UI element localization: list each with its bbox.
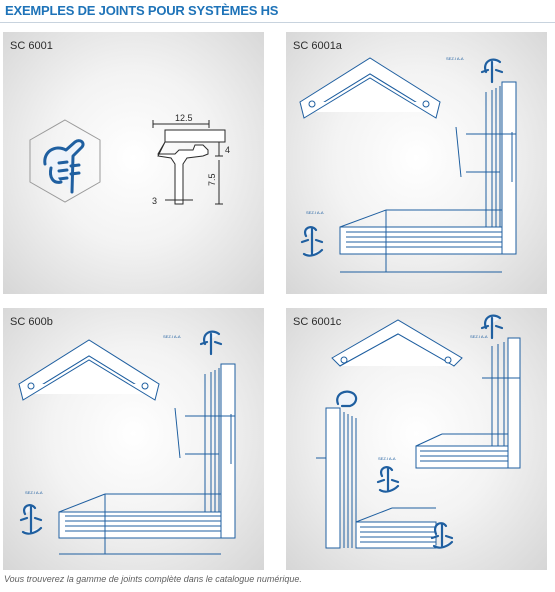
panel-sc6001a: SC 6001a SEZ.I A-A SEZ.I A-A [286,32,547,294]
seal-detail-icon [300,58,504,257]
assembly-drawing: SEZ.I A-A SEZ.I A-A [316,314,521,549]
section-label: SEZ.I A-A [163,334,181,339]
panel-label: SC 600b [10,316,53,328]
footer-note: Vous trouverez la gamme de joints complè… [4,574,302,584]
section-label: SEZ.I A-A [446,56,464,61]
assembly-drawing: SEZ.I A-A SEZ.I A-A [299,56,517,273]
panel-label: SC 6001a [293,40,342,52]
section-label: SEZ.I A-A [306,210,324,215]
title-divider [0,22,555,23]
seal-profile-drawing: 12.5 4 7.5 3 [29,113,230,206]
section-label: SEZ.I A-A [378,456,396,461]
panel-sc6001c: SC 6001c [286,308,547,570]
dim-base-label: 3 [152,196,157,206]
seal-icon [43,139,85,194]
panel-sc600b: SC 600b SEZ.I A-A SEZ.I A-A [3,308,264,570]
seal-detail-icon [19,330,223,535]
dim-h2-label: 7.5 [207,173,217,186]
panel-label: SC 6001 [10,40,53,52]
panel-sc6001: SC 6001 12.5 4 7.5 3 [3,32,264,294]
assembly-drawing: SEZ.I A-A SEZ.I A-A [18,330,236,555]
seal-detail-icon [336,314,504,549]
section-label: SEZ.I A-A [470,334,488,339]
dim-width-label: 12.5 [175,113,193,123]
page-title: EXEMPLES DE JOINTS POUR SYSTÈMES HS [5,3,279,18]
dim-h1-label: 4 [225,145,230,155]
section-label: SEZ.I A-A [25,490,43,495]
panel-label: SC 6001c [293,316,342,328]
